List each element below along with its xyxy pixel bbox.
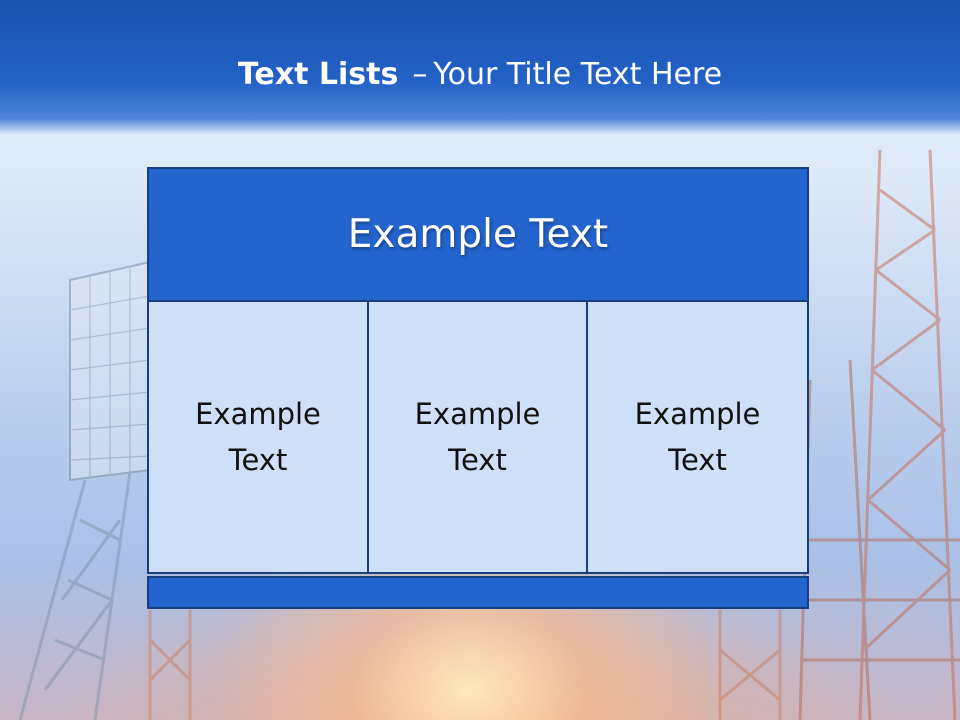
cell-2-line-1: Example	[414, 397, 541, 431]
title-bold-text: Text Lists	[237, 57, 399, 92]
table-footer-bar	[147, 576, 809, 609]
cell-1-line-2: Text	[228, 443, 288, 477]
launch-structure	[148, 610, 782, 720]
cell-2-line-2: Text	[448, 443, 507, 477]
lattice-tower-right	[798, 149, 960, 720]
table-cell-3: Example Text	[586, 300, 809, 574]
table-header-text: Example Text	[347, 212, 609, 257]
cell-3-line-2: Text	[668, 443, 727, 477]
cell-2-text: Example Text	[403, 391, 553, 483]
table-cell-1: Example Text	[147, 300, 369, 574]
title-dash: –	[412, 57, 428, 92]
cell-3-line-1: Example	[634, 397, 761, 431]
slide-title: Text Lists–Your Title Text Here	[0, 53, 960, 97]
floodlight-tower-left	[18, 260, 151, 720]
text-list-table: Example Text Example Text Example Text E…	[147, 167, 809, 609]
cell-1-line-1: Example	[195, 397, 321, 431]
title-subtitle-text: Your Title Text Here	[433, 57, 723, 92]
cell-3-text: Example Text	[623, 391, 773, 483]
table-cell-2: Example Text	[367, 300, 588, 574]
title-bar: Text Lists–Your Title Text Here	[0, 0, 960, 135]
table-header: Example Text	[147, 167, 809, 302]
cell-1-text: Example Text	[183, 391, 333, 483]
